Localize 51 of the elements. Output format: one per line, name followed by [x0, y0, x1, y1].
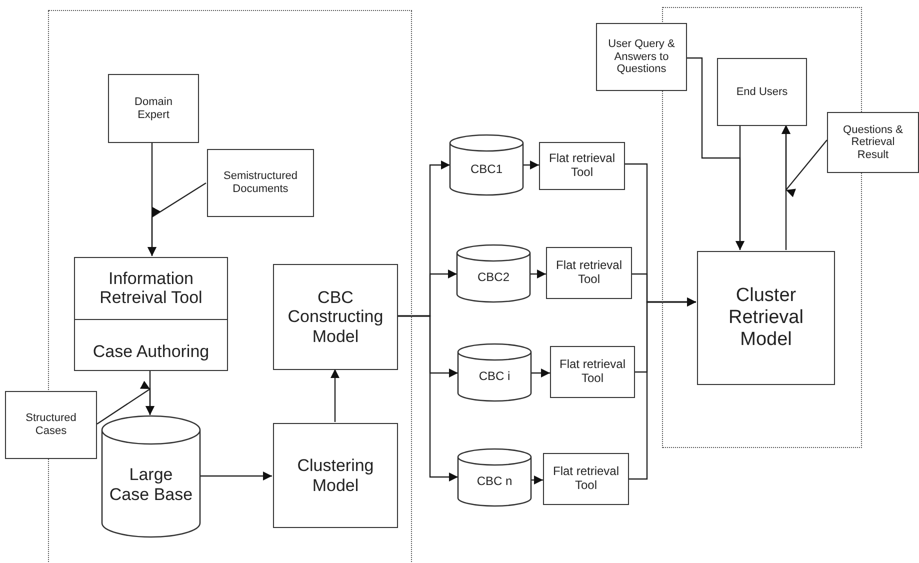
node-label: Case Authoring	[92, 342, 210, 362]
process-box	[550, 346, 635, 398]
database-cylinder	[458, 449, 531, 506]
node-label: Cluster Retrieval Model	[728, 285, 804, 351]
arrow	[148, 182, 206, 256]
arrow	[531, 476, 543, 484]
process-box	[827, 112, 919, 173]
arrow	[199, 472, 272, 480]
database-cylinder	[458, 344, 531, 401]
node-label: User Query & Answers to Questions	[607, 38, 676, 76]
process-box	[5, 391, 97, 459]
database-cylinder	[450, 135, 523, 195]
arrow	[782, 125, 828, 197]
arrow	[330, 369, 340, 422]
node-label: End Users	[736, 86, 788, 98]
node-label: Flat retrieval Tool	[552, 465, 620, 493]
process-box	[539, 142, 625, 190]
process-box	[596, 23, 687, 91]
database-cylinder	[102, 416, 200, 537]
arrow	[629, 298, 696, 480]
arrow	[530, 270, 546, 278]
node-label: Flat retrieval Tool	[554, 259, 624, 287]
arrow	[736, 125, 744, 250]
process-box	[717, 58, 807, 126]
arrow	[96, 381, 154, 424]
arrow	[397, 315, 458, 482]
node-label: CBC1	[470, 162, 502, 177]
process-box	[207, 149, 314, 217]
process-box	[273, 264, 398, 370]
arrow	[523, 160, 539, 170]
node-label: Clustering Model	[296, 456, 375, 496]
process-box	[546, 247, 632, 299]
node-label: Flat retrieval Tool	[558, 358, 627, 386]
arrow	[531, 368, 550, 378]
node-label: Domain Expert	[134, 96, 174, 122]
node-label: CBC i	[478, 370, 510, 384]
node-label: Large Case Base	[108, 465, 194, 504]
node-label: Flat retrieval Tool	[548, 152, 616, 180]
process-box	[273, 423, 398, 528]
node-label: Questions & Retrieval Result	[842, 124, 904, 162]
database-cylinder	[457, 245, 530, 302]
node-label: CBC2	[477, 271, 510, 286]
node-label: CBC n	[476, 475, 512, 490]
node-label: CBC Constructing Model	[286, 288, 384, 346]
node-label: Structured Cases	[24, 412, 78, 438]
node-label: Semistructured Documents	[222, 170, 298, 196]
process-box	[74, 257, 228, 371]
process-box	[543, 453, 629, 505]
process-box	[108, 74, 199, 143]
process-box	[697, 251, 835, 385]
node-label: Information Retreival Tool	[98, 268, 204, 308]
